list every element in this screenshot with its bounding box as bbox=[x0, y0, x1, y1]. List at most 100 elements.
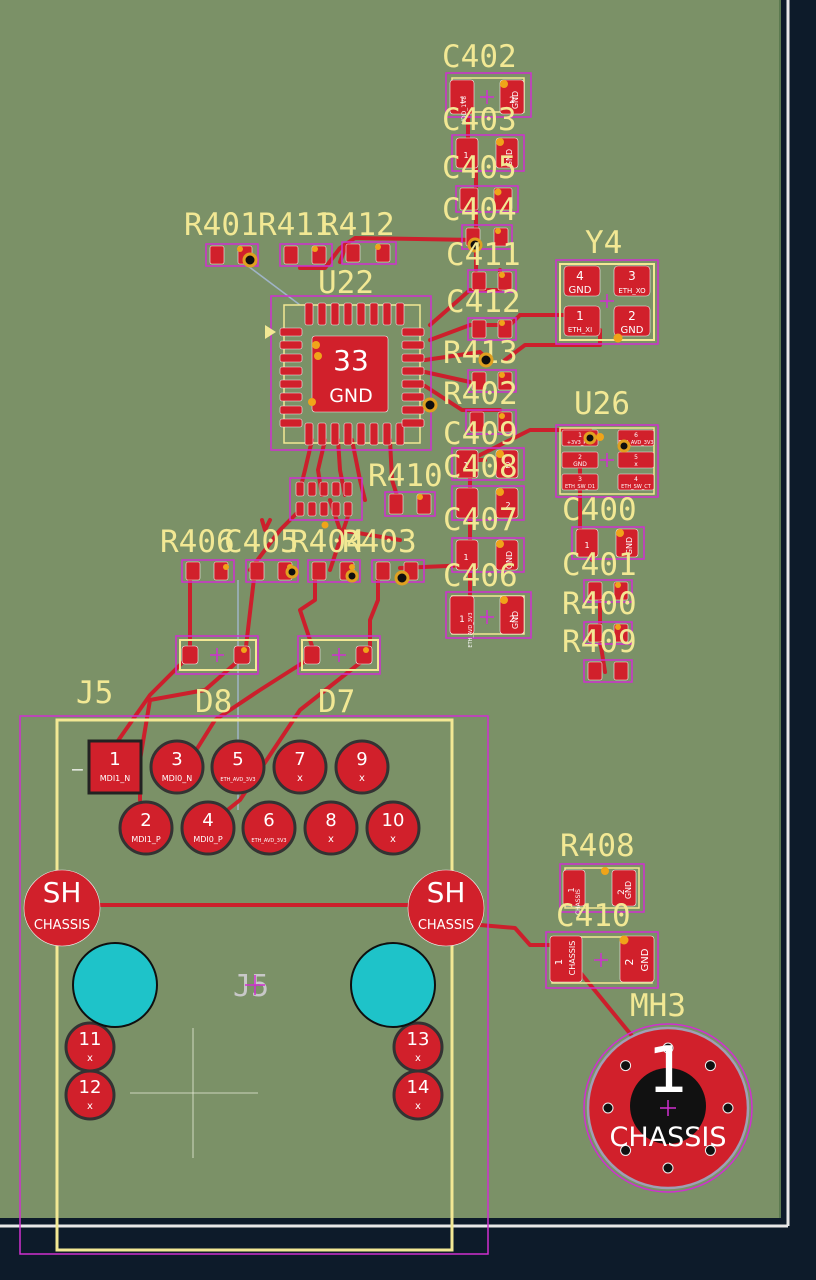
d8-footprint[interactable] bbox=[175, 635, 259, 675]
r403-footprint[interactable] bbox=[371, 559, 425, 583]
j5-pin-13[interactable]: 13x bbox=[392, 1021, 444, 1073]
mh3-net: CHASSIS bbox=[609, 1122, 726, 1153]
r410-footprint[interactable] bbox=[384, 491, 436, 517]
r408-pin2: 2 bbox=[617, 889, 627, 895]
mh3-via-ring bbox=[602, 1042, 734, 1174]
j5-center-ref: J5 bbox=[233, 969, 269, 1004]
y4-footprint[interactable]: 4 GND 3 ETH_XO 1 ETH_XI 2 GND bbox=[555, 259, 659, 345]
j5-pin-10-number: 10 bbox=[382, 810, 405, 831]
r401-ref: R401 bbox=[184, 207, 259, 243]
c411-ref: C411 bbox=[446, 237, 521, 273]
r400-footprint[interactable] bbox=[583, 621, 633, 645]
u26-pad1-net: +3V3_PHY bbox=[567, 440, 594, 446]
j5-pin-11[interactable]: 11x bbox=[64, 1021, 116, 1073]
u26-pad2-net: GND bbox=[573, 461, 587, 468]
r409-footprint[interactable] bbox=[583, 659, 633, 683]
r408-footprint[interactable]: 1 CHASSIS 2 GND bbox=[559, 863, 645, 915]
j5-footprint[interactable]: – 1MDI1_N3MDI0_N5ETH_AVD_3V37x9x2MDI1_P4… bbox=[19, 715, 489, 1255]
d7-footprint[interactable] bbox=[297, 635, 381, 675]
r408-ref: R408 bbox=[560, 828, 635, 864]
c400-net2: GND bbox=[625, 537, 634, 555]
c402-ref: C402 bbox=[442, 39, 517, 75]
mh3-via bbox=[602, 1102, 614, 1114]
mh3-pin-number: 1 bbox=[648, 1034, 689, 1108]
j5-pin-8[interactable]: 8x bbox=[303, 800, 359, 856]
c406-footprint[interactable]: 1 2 ETH_AVD_3V3 GND bbox=[445, 591, 532, 648]
c400-footprint[interactable]: 1 GND bbox=[571, 526, 645, 560]
u26-footprint[interactable]: 1 +3V3_PHY 2 GND 3 ETH_SW_D1 6 ETH_AVD_3… bbox=[555, 424, 659, 498]
u26-ref: U26 bbox=[574, 386, 630, 422]
via bbox=[285, 565, 299, 579]
c401-footprint[interactable] bbox=[583, 579, 633, 603]
u22-top-pins bbox=[304, 302, 405, 326]
y4-pad2-net: GND bbox=[621, 325, 644, 336]
c400-pin1: 1 bbox=[584, 541, 589, 550]
j5-pin-3-net: MDI0_N bbox=[162, 774, 193, 783]
c412-footprint[interactable] bbox=[467, 317, 517, 341]
c408-footprint[interactable]: 1 2 bbox=[451, 447, 525, 481]
y4-ref: Y4 bbox=[585, 225, 622, 261]
mh3-via bbox=[662, 1162, 674, 1174]
r401-footprint[interactable] bbox=[205, 243, 259, 267]
j5-pin-5-number: 5 bbox=[232, 749, 243, 770]
d8-ref: D8 bbox=[195, 684, 232, 720]
r408-net2: GND bbox=[624, 881, 633, 899]
r413-footprint[interactable] bbox=[467, 369, 517, 393]
c407-footprint[interactable]: 2 bbox=[451, 485, 525, 521]
c410-footprint[interactable]: 1 CHASSIS 2 GND bbox=[545, 931, 659, 989]
via bbox=[242, 252, 258, 268]
j5-shield-right-net: CHASSIS bbox=[418, 918, 474, 933]
c411-footprint[interactable] bbox=[467, 269, 517, 293]
u26-pad2-num: 2 bbox=[578, 454, 582, 461]
j5-pin-12[interactable]: 12x bbox=[64, 1069, 116, 1121]
r412-footprint[interactable] bbox=[341, 241, 397, 265]
c403-footprint[interactable]: 1 GND bbox=[451, 134, 525, 172]
u22-left-pins bbox=[279, 327, 303, 428]
j5-pin-9-net: x bbox=[359, 773, 365, 784]
c410-net2: GND bbox=[640, 948, 651, 971]
j5-pin1-marker: – bbox=[72, 759, 83, 780]
c405-footprint[interactable] bbox=[455, 185, 519, 213]
j5-pin-9[interactable]: 9x bbox=[334, 739, 390, 795]
r404-footprint[interactable] bbox=[307, 559, 361, 583]
mh3-ref: MH3 bbox=[630, 988, 686, 1024]
j5-pin-4-number: 4 bbox=[202, 810, 213, 831]
pin1-marker-icon bbox=[265, 325, 276, 339]
c402-footprint[interactable]: 1 2 VDD_1V8 GND bbox=[445, 72, 532, 124]
j5-pin-7[interactable]: 7x bbox=[272, 739, 328, 795]
mh3-via bbox=[722, 1102, 734, 1114]
c406-pin2: 2 bbox=[509, 615, 515, 625]
j5-pin-10[interactable]: 10x bbox=[365, 800, 421, 856]
j5-mounting-hole-right bbox=[350, 942, 436, 1028]
r408-net1: CHASSIS bbox=[575, 889, 582, 915]
j5-ref: J5 bbox=[76, 675, 113, 711]
u22-thermal-pad bbox=[311, 335, 389, 413]
c408-pin2: 2 bbox=[505, 461, 510, 470]
j5-pin-3-number: 3 bbox=[171, 749, 182, 770]
r411-footprint[interactable] bbox=[279, 243, 333, 267]
y4-pad4-num: 4 bbox=[576, 269, 584, 283]
r406-footprint[interactable] bbox=[181, 559, 235, 583]
resistor-array[interactable] bbox=[289, 477, 363, 529]
r409-ref: R409 bbox=[562, 624, 637, 660]
c406-net1: ETH_AVD_3V3 bbox=[468, 612, 474, 647]
u26-pad5-net: x bbox=[634, 461, 638, 468]
c407-pin2: 2 bbox=[505, 501, 510, 510]
r402-footprint[interactable] bbox=[465, 409, 517, 435]
j5-pin-14[interactable]: 14x bbox=[392, 1069, 444, 1121]
mh3-footprint[interactable]: 1 CHASSIS bbox=[583, 1023, 753, 1193]
j5-shield-left: SH CHASSIS bbox=[23, 869, 101, 947]
y4-pad2-num: 2 bbox=[628, 309, 636, 323]
c407b-footprint[interactable]: 1 GND bbox=[451, 537, 525, 573]
j5-shield-left-net: CHASSIS bbox=[34, 918, 90, 933]
u22-footprint[interactable]: 33 GND bbox=[265, 295, 438, 451]
j5-shield-right-label: SH bbox=[427, 876, 466, 909]
j5-shield-right: SH CHASSIS bbox=[407, 869, 485, 947]
